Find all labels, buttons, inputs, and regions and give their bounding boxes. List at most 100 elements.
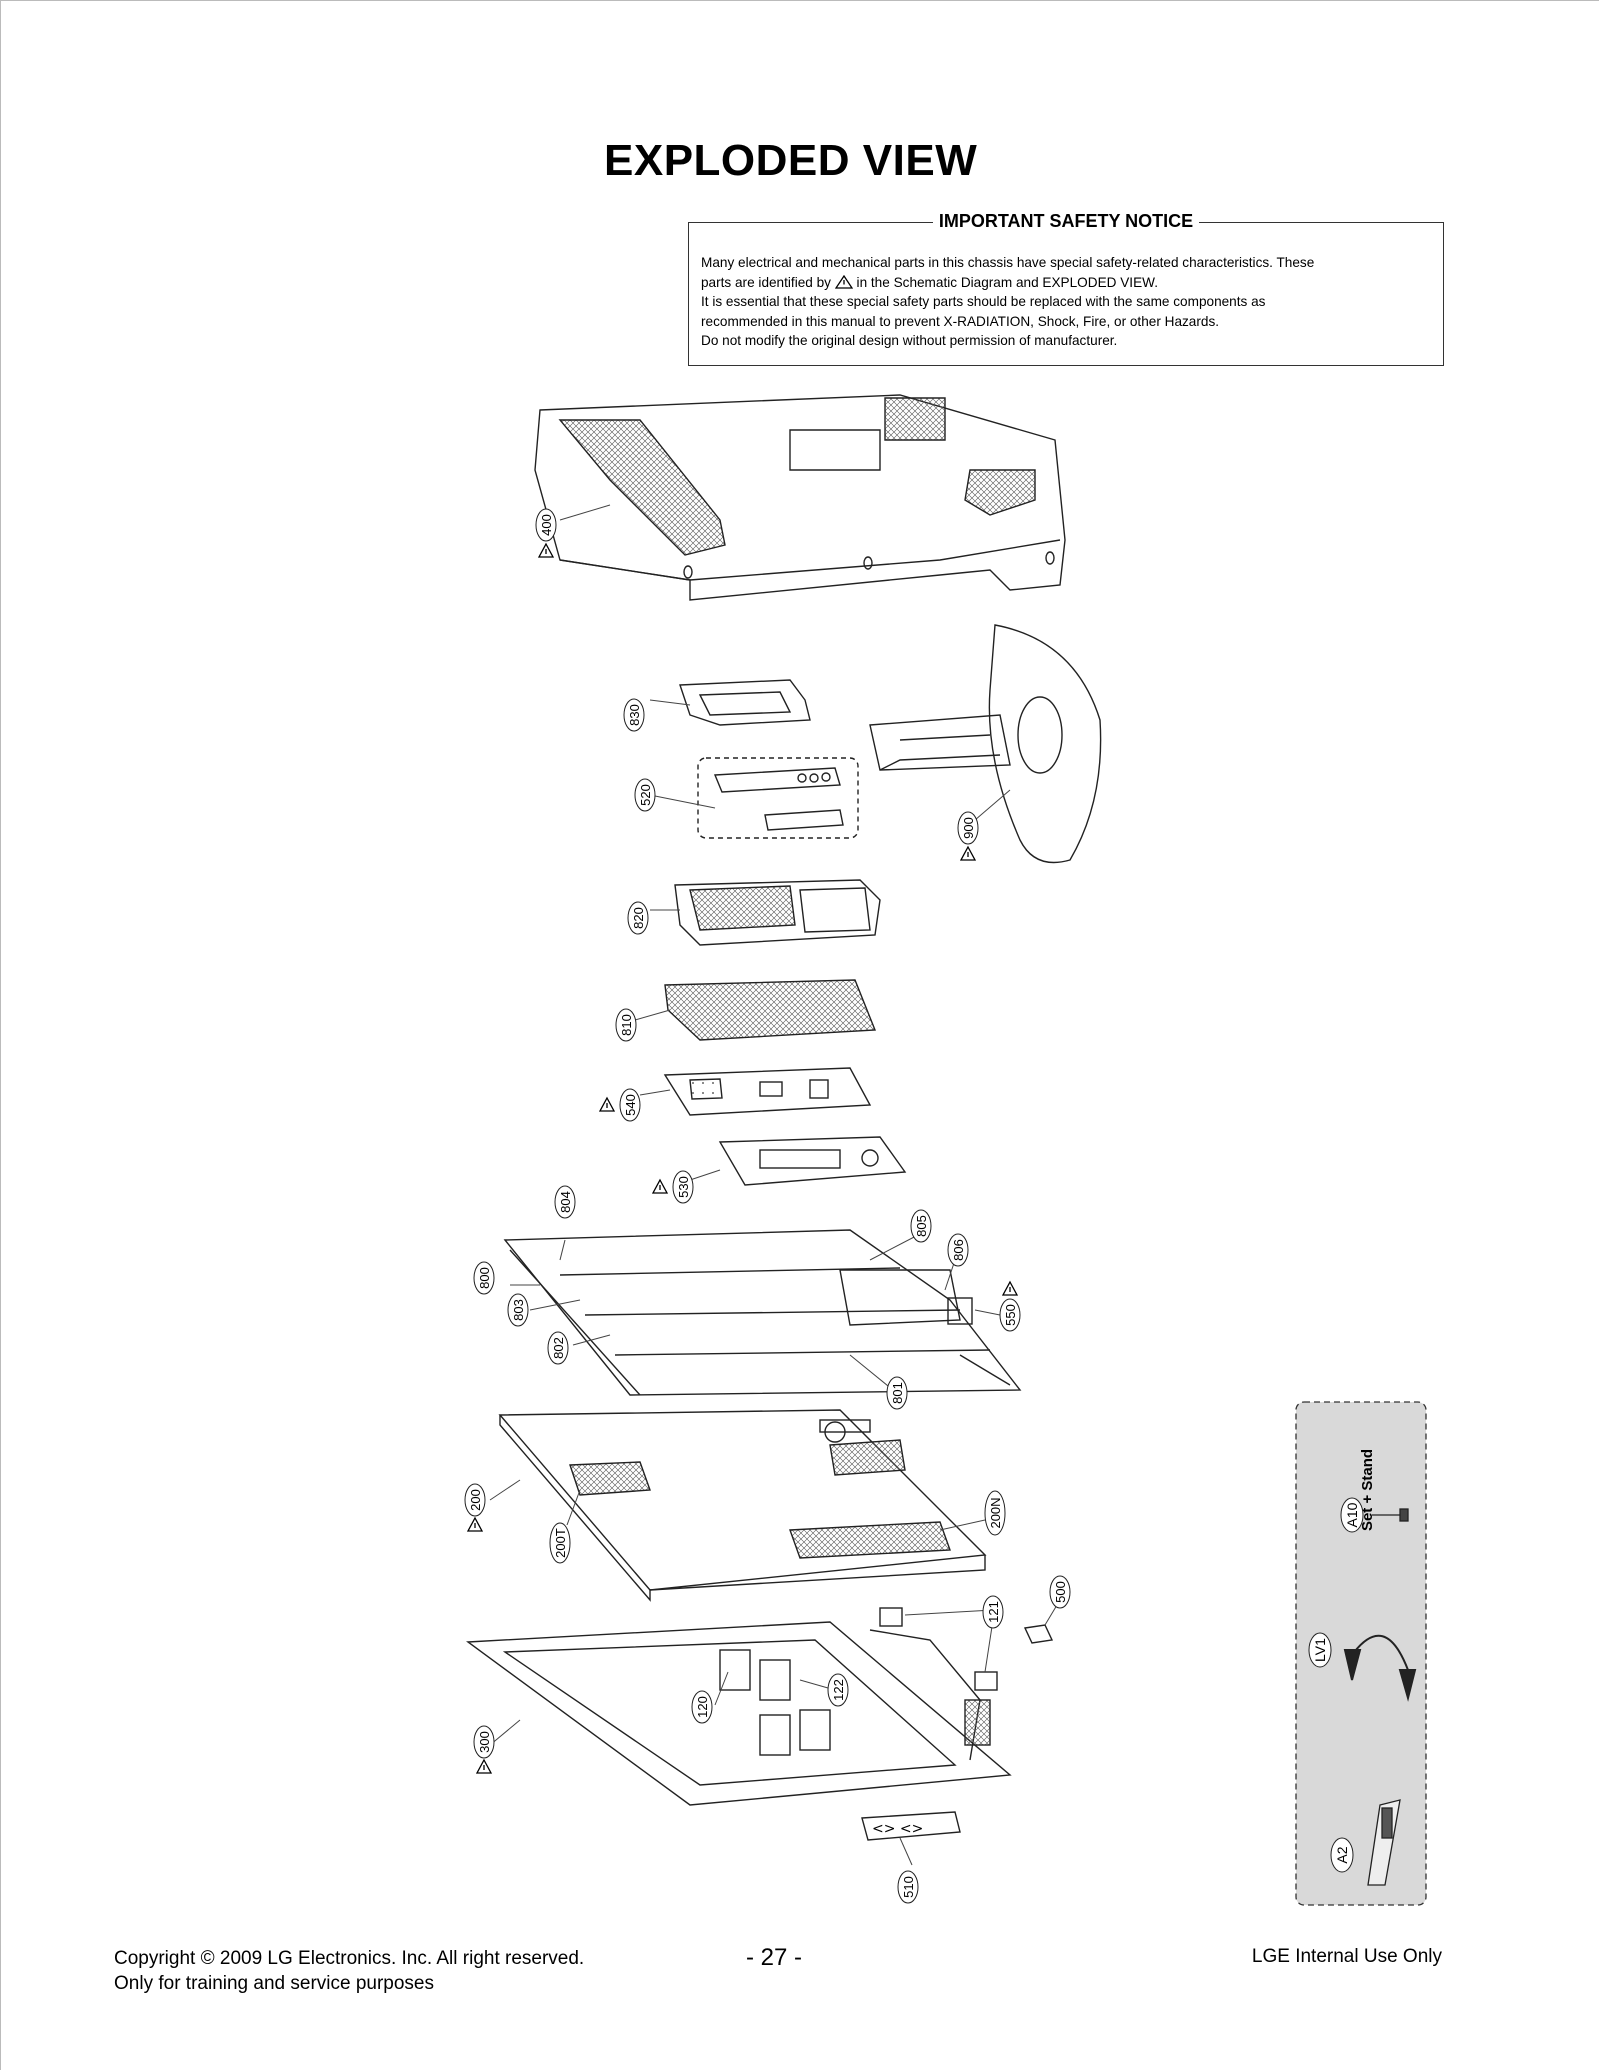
svg-text:806: 806 [951,1239,966,1261]
warning-triangle-icon [466,1516,484,1532]
shield-810-part [664,979,877,1041]
callout-540: 540 [619,1088,641,1122]
part-group-520 [697,757,859,839]
callout-122: 122 [827,1673,849,1707]
screw-icon [1372,1508,1409,1522]
front-cabinet-300-part [466,1621,1012,1806]
callout-806: 806 [947,1233,969,1267]
footer-internal-use: LGE Internal Use Only [1251,1946,1442,1967]
warning-triangle-icon [537,542,555,558]
svg-text:900: 900 [961,817,976,839]
accessories-box: Set + Stand A10 LV1 A2 [1295,1401,1427,1906]
main-board-540-part [663,1067,872,1116]
svg-text:530: 530 [676,1176,691,1198]
callout-120: 120 [691,1690,713,1724]
svg-text:300: 300 [477,1731,492,1753]
callout-530: 530 [672,1170,694,1204]
safety-markers [466,542,1019,1774]
svg-text:200T: 200T [553,1528,568,1558]
callout-400: 400 [535,508,557,542]
svg-text:120: 120 [695,1696,710,1718]
safety-notice-heading: IMPORTANT SAFETY NOTICE [932,211,1200,231]
warning-triangle-icon [834,274,853,289]
svg-text:803: 803 [511,1299,526,1321]
callout-500: 500 [1049,1575,1071,1609]
shield-820-part [674,879,881,946]
callout-804: 804 [554,1185,576,1219]
part-121-upper [879,1607,903,1627]
footer-copyright: Copyright © 2009 LG Electronics. Inc. Al… [114,1948,585,1994]
bracket-830-part [679,679,811,726]
notice-line: Many electrical and mechanical parts in … [701,255,1315,270]
callout-520: 520 [634,778,656,812]
warning-triangle-icon [959,845,977,861]
page-title: EXPLODED VIEW [604,136,978,185]
svg-text:810: 810 [619,1014,634,1036]
svg-text:121: 121 [986,1601,1001,1623]
svg-text:A2: A2 [1334,1846,1350,1863]
svg-text:400: 400 [539,514,554,536]
warning-triangle-icon [598,1096,616,1112]
callout-200: 200 [464,1483,486,1517]
svg-text:200: 200 [468,1489,483,1511]
svg-text:820: 820 [631,907,646,929]
remote-control-icon [1367,1799,1401,1886]
svg-text:804: 804 [558,1191,573,1213]
warning-triangle-icon [651,1178,669,1194]
notice-line: recommended in this manual to prevent X-… [701,313,1220,329]
accessories-label: Set + Stand [1359,1449,1376,1531]
part-500 [1023,1624,1054,1644]
lcd-module-200-part [498,1409,987,1602]
svg-text:801: 801 [890,1382,905,1404]
cable-icon [1343,1634,1417,1702]
svg-text:550: 550 [1003,1304,1018,1326]
callout-lv1: LV1 [1308,1632,1332,1668]
svg-text:510: 510 [901,1876,916,1898]
svg-text:520: 520 [638,784,653,806]
callout-800: 800 [473,1261,495,1295]
callout-550: 550 [999,1298,1021,1332]
stand-part [869,624,1102,864]
part-121-lower [974,1671,998,1691]
callout-820: 820 [627,901,649,935]
callout-200n: 200N [984,1490,1006,1536]
control-panel-510-part: <> <> [861,1811,961,1841]
back-cover-part [534,394,1066,601]
callout-802: 802 [547,1331,569,1365]
svg-text:802: 802 [551,1337,566,1359]
svg-text:500: 500 [1053,1581,1068,1603]
callout-900: 900 [957,811,979,845]
callout-805: 805 [910,1209,932,1243]
svg-text:800: 800 [477,1267,492,1289]
power-board-530-part [718,1136,907,1186]
leader-lines [489,504,1061,1866]
notice-line: parts are identified by in the Schematic… [701,274,1158,290]
callout-a10: A10 [1340,1497,1364,1533]
svg-text:805: 805 [914,1215,929,1237]
svg-text:122: 122 [831,1679,846,1701]
svg-text:A10: A10 [1344,1502,1360,1527]
callout-510: 510 [897,1870,919,1904]
notice-line: It is essential that these special safet… [701,294,1266,309]
svg-text:200N: 200N [988,1497,1003,1528]
callout-830: 830 [623,698,645,732]
board-520-part [713,767,844,831]
warning-triangle-icon [475,1758,493,1774]
svg-text:830: 830 [627,704,642,726]
callout-803: 803 [507,1293,529,1327]
svg-text:540: 540 [623,1094,638,1116]
chassis-frame-part [503,1229,1022,1396]
safety-notice-body: Many electrical and mechanical parts in … [701,253,1431,351]
warning-triangle-icon [1001,1280,1019,1296]
page-number: - 27 - [746,1944,803,1971]
safety-notice-box: IMPORTANT SAFETY NOTICE Many electrical … [688,211,1444,366]
notice-line: Do not modify the original design withou… [701,333,1118,348]
callout-801: 801 [886,1376,908,1410]
part-callouts: 400 830 520 900 820 810 540 530 804 805 … [464,508,1071,1904]
callout-a2: A2 [1330,1837,1354,1873]
callout-300: 300 [473,1725,495,1759]
callout-121: 121 [982,1595,1004,1629]
svg-text:LV1: LV1 [1312,1638,1328,1662]
